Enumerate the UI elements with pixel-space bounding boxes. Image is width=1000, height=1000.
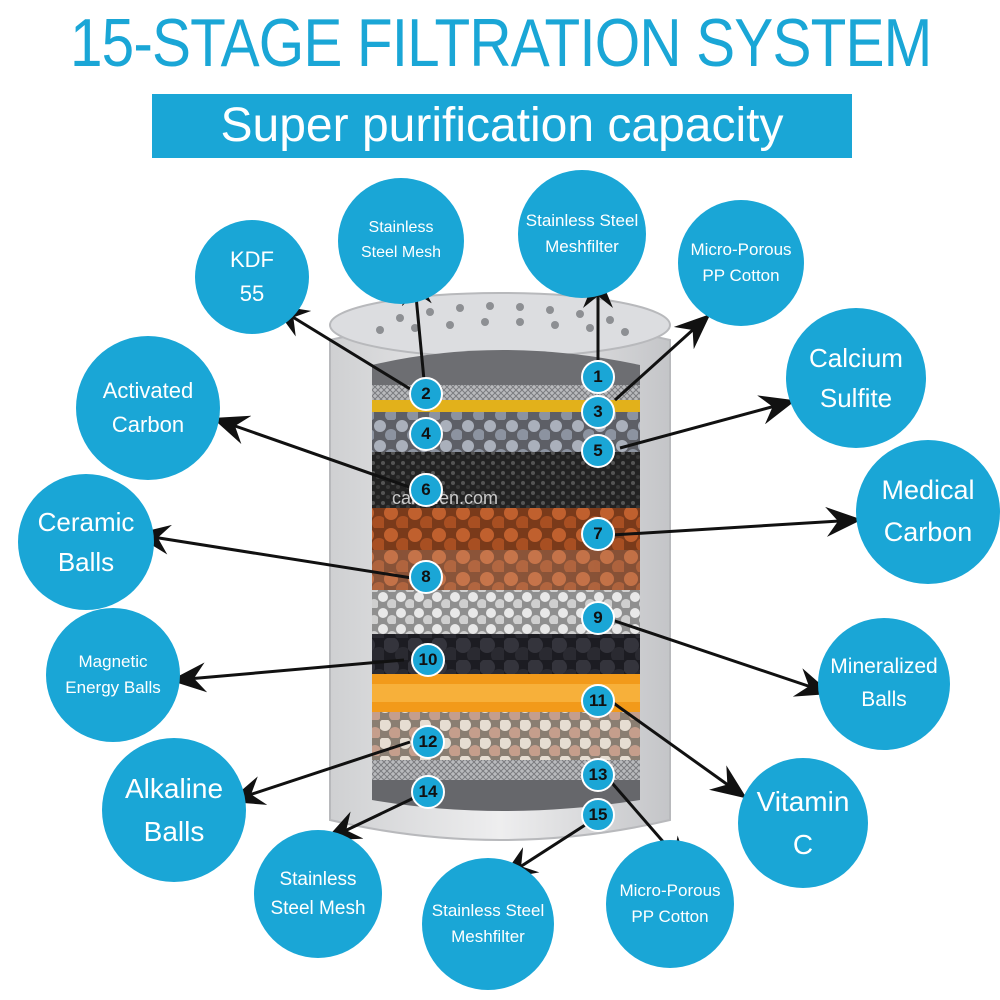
arrow-2-to-kdf (272, 304, 421, 397)
stage-marker-8: 8 (409, 560, 443, 594)
arrow-3-to-pp-cotton (613, 313, 711, 402)
arrow-9-to-mineralized-balls (611, 618, 832, 697)
arrow-11-to-vitamin-c (611, 700, 747, 799)
label-alkaline-balls: Alkaline Balls (102, 738, 246, 882)
stage-marker-13: 13 (581, 758, 615, 792)
label-ceramic-balls: Ceramic Balls (18, 474, 154, 610)
stage-marker-2: 2 (409, 377, 443, 411)
arrow-12-to-alkaline-balls (228, 740, 411, 805)
arrow-10-to-magnetic-balls (170, 658, 405, 693)
label-stainless-steel-mesh-top: Stainless Steel Mesh (338, 178, 464, 304)
label-stainless-steel-mesh-bottom: Stainless Steel Mesh (254, 830, 382, 958)
stage-marker-9: 9 (581, 601, 615, 635)
label-medical-carbon: Medical Carbon (856, 440, 1000, 584)
arrow-6-to-activated-carbon (212, 415, 413, 490)
label-stainless-steel-meshfilter-bottom: Stainless Steel Meshfilter (422, 858, 554, 990)
pointer-arrows (134, 269, 862, 880)
label-micro-porous-pp-cotton-bottom: Micro-Porous PP Cotton (606, 840, 734, 968)
label-kdf-55: KDF 55 (195, 220, 309, 334)
stage-marker-3: 3 (581, 395, 615, 429)
label-activated-carbon: Activated Carbon (76, 336, 220, 480)
label-mineralized-balls: Mineralized Balls (818, 618, 950, 750)
stage-marker-10: 10 (411, 643, 445, 677)
stage-marker-11: 11 (581, 684, 615, 718)
label-calcium-sulfite: Calcium Sulfite (786, 308, 926, 448)
stage-marker-6: 6 (409, 473, 443, 507)
stage-marker-15: 15 (581, 798, 615, 832)
arrow-8-to-ceramic-balls (134, 524, 413, 580)
arrow-14-to-stainless-mesh (324, 793, 421, 841)
stage-marker-14: 14 (411, 775, 445, 809)
stage-marker-4: 4 (409, 417, 443, 451)
watermark: calux.en.com (392, 488, 499, 508)
label-magnetic-energy-balls: Magnetic Energy Balls (46, 608, 180, 742)
page-title: 15-STAGE FILTRATION SYSTEM (70, 5, 932, 81)
subtitle-banner: Super purification capacity (152, 94, 852, 158)
stage-marker-7: 7 (581, 517, 615, 551)
stage-marker-12: 12 (411, 725, 445, 759)
arrow-5-to-calcium-sulfite (619, 395, 796, 450)
subtitle: Super purification capacity (220, 99, 784, 152)
label-micro-porous-pp-cotton-top: Micro-Porous PP Cotton (678, 200, 804, 326)
stage-marker-5: 5 (581, 434, 615, 468)
label-stainless-steel-meshfilter-top: Stainless Steel Meshfilter (518, 170, 646, 298)
arrow-7-to-medical-carbon (611, 506, 862, 537)
label-vitamin-c: Vitamin C (738, 758, 868, 888)
stage-marker-1: 1 (581, 360, 615, 394)
